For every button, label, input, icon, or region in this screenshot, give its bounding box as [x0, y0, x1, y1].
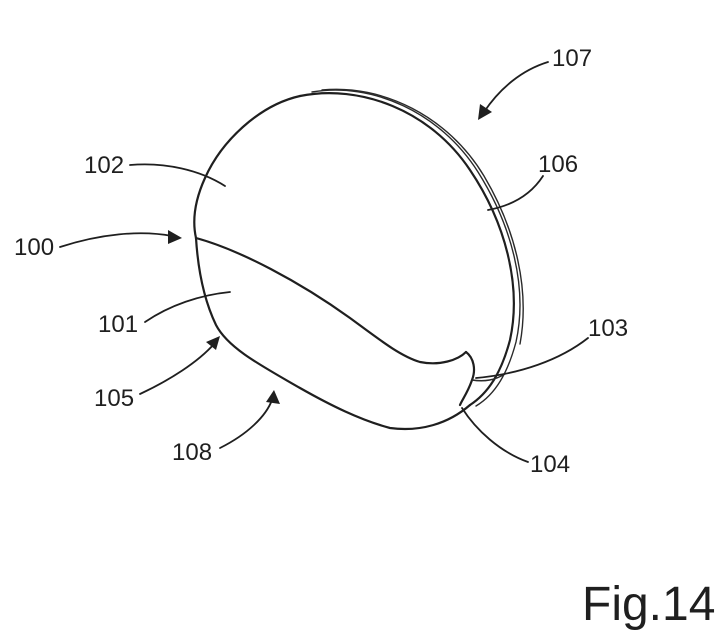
label-100: 100	[14, 234, 54, 261]
leader-100	[59, 232, 173, 248]
disc-rim-outer	[298, 92, 515, 407]
leader-106	[487, 175, 544, 211]
leader-108	[219, 399, 273, 449]
arrowhead-108	[266, 390, 280, 404]
label-103: 103	[588, 315, 628, 342]
device-body	[193, 88, 524, 431]
leader-103	[475, 337, 589, 379]
disc-rim-inner	[311, 89, 521, 407]
label-104: 104	[530, 451, 570, 478]
arrowhead-100	[168, 230, 182, 244]
leader-101	[144, 291, 231, 323]
reference-labels: 107 106 102 100 101 103 105 108 104	[14, 45, 628, 478]
upper-shell-outline	[193, 94, 302, 240]
leader-107	[483, 61, 549, 113]
shell-seam	[194, 236, 468, 365]
label-106: 106	[538, 151, 578, 178]
label-102: 102	[84, 152, 124, 179]
leader-102	[129, 163, 226, 187]
leader-105	[139, 343, 215, 395]
label-108: 108	[172, 439, 212, 466]
figure-caption: Fig.14	[582, 578, 715, 631]
leader-104	[461, 407, 529, 463]
lower-shell-outline	[194, 236, 472, 431]
label-105: 105	[94, 385, 134, 412]
label-101: 101	[98, 311, 138, 338]
arrowhead-105	[206, 336, 220, 350]
label-107: 107	[552, 45, 592, 72]
reference-leaders	[59, 61, 589, 463]
disc-rim-edge	[321, 88, 524, 345]
notch-ledge	[471, 373, 506, 382]
notch-cut	[458, 350, 476, 407]
arrowhead-107	[478, 104, 492, 120]
